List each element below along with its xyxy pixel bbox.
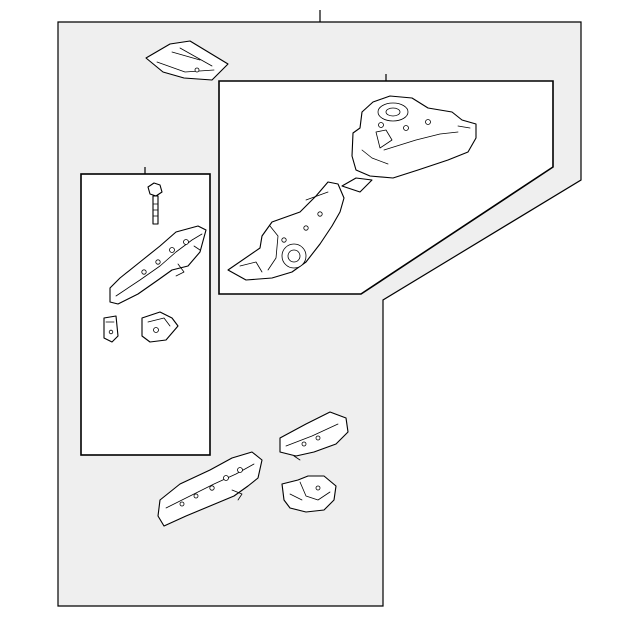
frame-rail — [109, 225, 207, 305]
bracket-left — [103, 315, 119, 343]
bracket-right — [141, 311, 179, 343]
lower-frame-rail — [157, 451, 263, 527]
bolt — [147, 182, 163, 225]
shock-tower-assembly — [227, 95, 477, 281]
upper-rail-bracket — [279, 411, 349, 461]
lower-rail-bracket — [281, 475, 337, 513]
floor-pan-piece — [145, 40, 229, 81]
frame-rail-group-box — [80, 173, 211, 456]
